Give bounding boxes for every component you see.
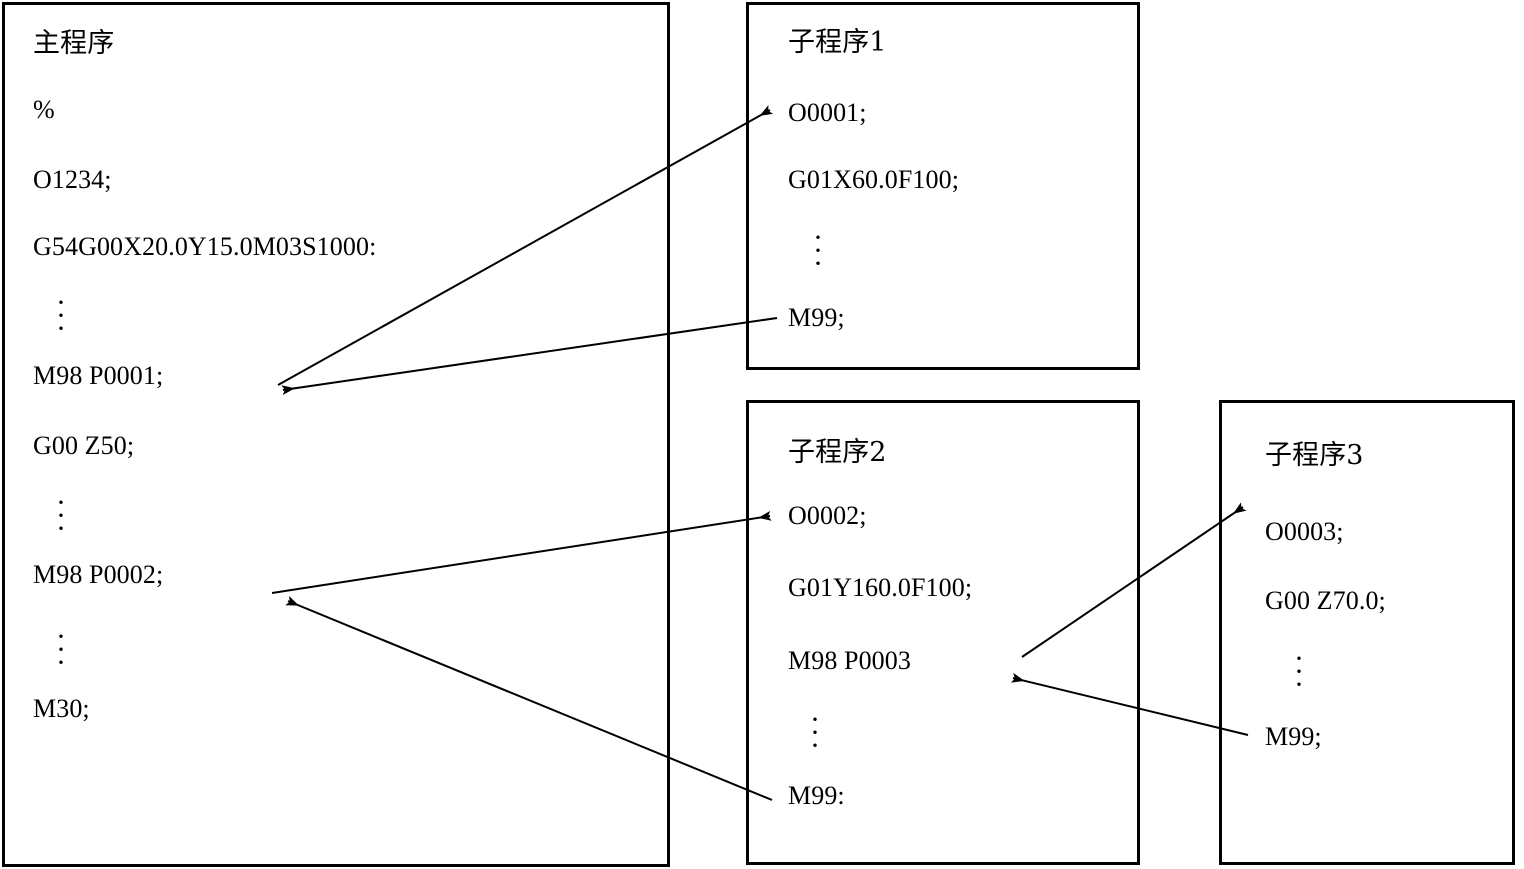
subprogram-1-ellipsis: ···	[813, 221, 823, 280]
main-program-line-5: M98 P0002;	[33, 560, 164, 589]
subprogram-3-line-0: O0003;	[1265, 517, 1344, 546]
subprogram-2-heading: 子程序2	[788, 437, 887, 468]
main-program-line-6: M30;	[33, 694, 90, 723]
main-program-ellipsis-2: ···	[56, 486, 66, 545]
subprogram-1-line-0: O0001;	[788, 98, 867, 127]
main-program-line-3: M98 P0001;	[33, 361, 164, 390]
main-program-box	[2, 2, 670, 867]
subprogram-3-box	[1219, 400, 1515, 865]
subprogram-2-line-0: O0002;	[788, 501, 867, 530]
main-program-heading: 主程序	[33, 28, 115, 59]
subprogram-1-line-2: M99;	[788, 303, 845, 332]
subprogram-3-line-2: M99;	[1265, 722, 1322, 751]
main-program-line-4: G00 Z50;	[33, 431, 135, 460]
main-program-line-0: %	[33, 95, 55, 124]
subprogram-3-line-1: G00 Z70.0;	[1265, 586, 1386, 615]
subprogram-1-heading: 子程序1	[788, 27, 887, 58]
main-program-ellipsis-1: ···	[56, 286, 66, 345]
subprogram-2-line-3: M99:	[788, 781, 845, 810]
main-program-line-1: O1234;	[33, 165, 112, 194]
subprogram-2-line-1: G01Y160.0F100;	[788, 573, 973, 602]
subprogram-2-line-2: M98 P0003	[788, 646, 911, 675]
subprogram-1-line-1: G01X60.0F100;	[788, 165, 960, 194]
main-program-ellipsis-3: ···	[56, 620, 66, 679]
subprogram-3-ellipsis: ···	[1294, 642, 1304, 701]
subprogram-2-ellipsis: ···	[810, 703, 820, 762]
subprogram-3-heading: 子程序3	[1265, 440, 1364, 471]
main-program-line-2: G54G00X20.0Y15.0M03S1000:	[33, 232, 377, 261]
